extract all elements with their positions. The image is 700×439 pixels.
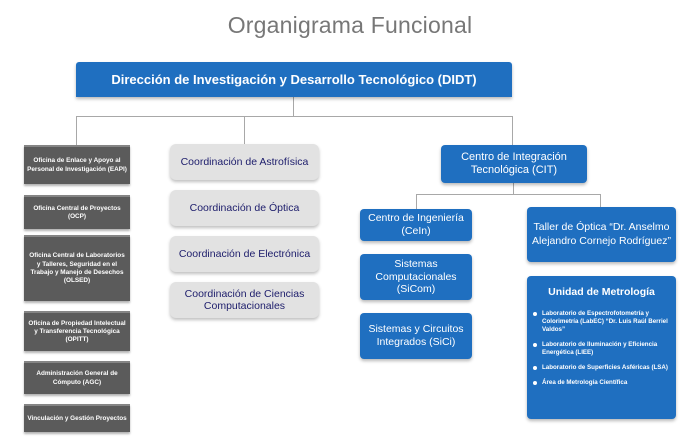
didt-box: Dirección de Investigación y Desarrollo …: [76, 62, 512, 97]
connector-cit-trunk: [513, 183, 514, 194]
metrology-title: Unidad de Metrología: [548, 286, 655, 298]
office-eapi: Oficina de Enlace y Apoyo al Personal de…: [24, 145, 130, 184]
metrology-item: Área de Metrología Científica: [533, 379, 671, 387]
coord-astrofisica: Coordinación de Astrofísica: [170, 144, 319, 180]
metrology-item-label: Laboratorio de Iluminación y Eficiencia …: [542, 341, 658, 357]
office-ocp: Oficina Central de Proyectos (OCP): [24, 195, 130, 229]
bullet-icon: [533, 343, 537, 348]
connector-cein-drop: [416, 194, 417, 209]
connector-left-drop: [76, 116, 77, 145]
bullet-icon: [533, 312, 537, 316]
metrology-list: Laboratorio de Espectrofotometría y Colo…: [533, 310, 671, 387]
metrology-item: Laboratorio de Iluminación y Eficiencia …: [533, 341, 671, 357]
metrology-item: Laboratorio de Espectrofotometría y Colo…: [533, 310, 671, 334]
metrology-item-label: Laboratorio de Espectrofotometría y Colo…: [542, 310, 668, 334]
coord-optica: Coordinación de Óptica: [170, 190, 319, 226]
page-title: Organigrama Funcional: [227, 12, 473, 38]
taller-optica-box: Taller de Óptica “Dr. Anselmo Alejandro …: [527, 207, 676, 262]
office-agc: Administración General de Cómputo (AGC): [24, 361, 130, 394]
office-olsed: Oficina Central de Laboratorios y Taller…: [24, 235, 130, 301]
connector-top-trunk: [293, 97, 294, 117]
connector-taller-drop: [600, 194, 601, 207]
bullet-icon: [533, 381, 537, 386]
office-opitt: Oficina de Propiedad Intelectual y Trans…: [24, 311, 130, 351]
connector-cit-drop: [512, 116, 513, 145]
bullet-icon: [533, 366, 537, 371]
metrology-item: Laboratorio de Superficies Asféricas (LS…: [533, 364, 671, 372]
connector-coord-drop: [244, 116, 245, 144]
unit-sici: Sistemas y Circuitos Integrados (SiCi): [360, 313, 472, 359]
office-vinculacion: Vinculación y Gestión Proyectos: [24, 404, 130, 432]
coord-electronica: Coordinación de Electrónica: [170, 236, 319, 272]
unit-sicom: Sistemas Computacionales (SiCom): [360, 254, 472, 300]
metrology-item-label: Laboratorio de Superficies Asféricas (LS…: [542, 364, 668, 372]
cit-box: Centro de Integración Tecnológica (CIT): [441, 145, 587, 183]
unit-cein: Centro de Ingeniería (CeIn): [360, 209, 472, 241]
connector-cit-bus: [416, 194, 600, 195]
coord-ciencias-computacionales: Coordinación de Ciencias Computacionales: [170, 282, 319, 318]
metrology-item-label: Área de Metrología Científica: [542, 379, 628, 387]
metrology-unit-box: Unidad de Metrología Laboratorio de Espe…: [527, 276, 676, 419]
connector-top-bus: [76, 116, 512, 117]
